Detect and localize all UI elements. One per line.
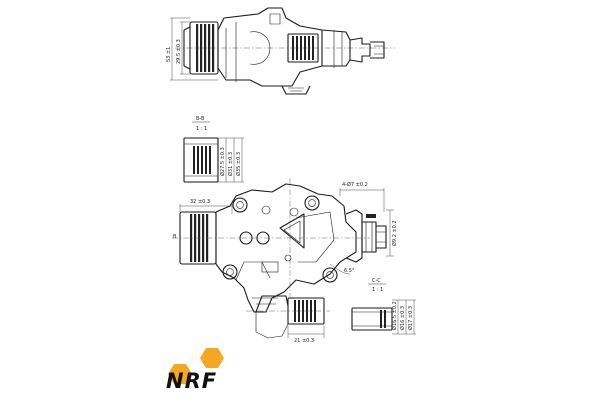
dim-b-d3: Ø35 ±0.3	[235, 152, 242, 176]
logo-mark	[168, 348, 224, 384]
section-c-c: C-C 1 : 1 Ø16.5 ±0.2 Ø16 ±0.3 Ø17 ±0.3	[351, 278, 416, 335]
dim-b-d2: Ø31 ±0.3	[227, 152, 234, 176]
brand-name: NRF	[166, 369, 217, 393]
section-b-title: B-B	[196, 116, 205, 122]
dim-b-d1: Ø27.5 ±0.3	[219, 147, 226, 176]
dim-outlet-height: Ø9.2 ±0.2	[391, 220, 398, 246]
dim-c-d3: Ø17 ±0.3	[407, 306, 414, 330]
dim-angle: 6.5°	[344, 268, 355, 274]
dim-top-height-a: 53 ±1	[166, 47, 172, 62]
section-c-scale: 1 : 1	[372, 287, 383, 293]
top-view: 53 ±1 29.5 ±0.3	[166, 7, 395, 95]
dim-top-height-b: 29.5 ±0.3	[176, 39, 182, 64]
inlet-section-mark: B	[173, 234, 177, 240]
dim-pipe-length: 21 ±0.3	[294, 338, 314, 344]
dim-c-d1: Ø16.5 ±0.2	[391, 301, 398, 330]
section-b-scale: 1 : 1	[196, 126, 207, 132]
section-c-title: C-C	[372, 278, 381, 284]
dim-inlet-length: 32 ±0.3	[190, 199, 210, 205]
lower-pipe: 21 ±0.3	[246, 295, 330, 344]
dim-c-d2: Ø16 ±0.3	[399, 306, 406, 330]
nrf-logo: NRF	[166, 348, 224, 393]
front-view: B 32 ±0.3	[172, 178, 398, 313]
dim-outlet-length: 4-Ø7 ±0.2	[342, 181, 368, 188]
section-b-b: B-B 1 : 1 Ø27.5 ±0.3 Ø31 ±0.3 Ø35 ±0.3	[183, 116, 244, 183]
